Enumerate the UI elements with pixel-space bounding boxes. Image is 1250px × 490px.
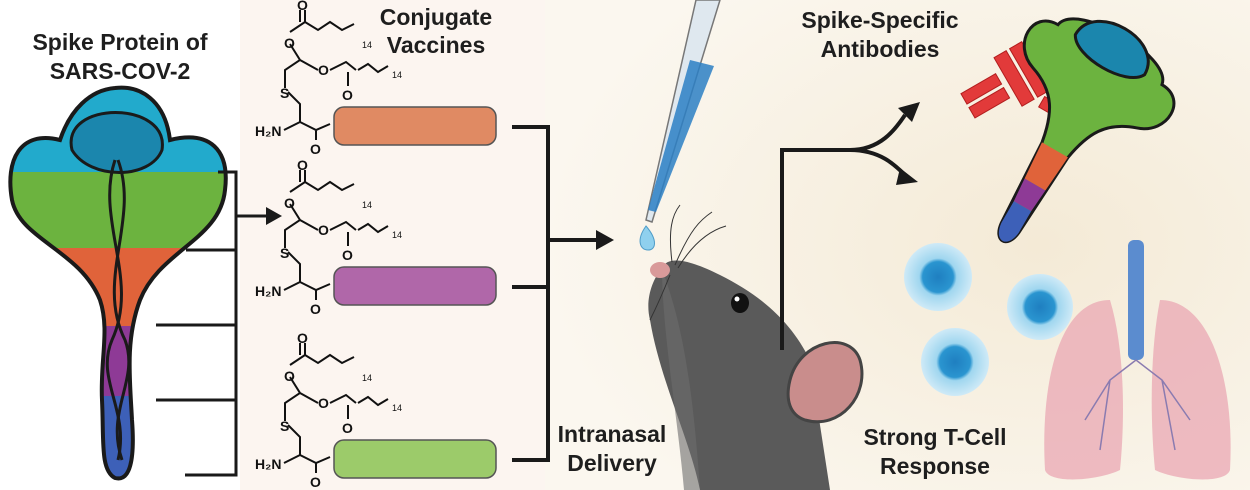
atom-o: O <box>318 395 329 411</box>
tcell-label-line1: Strong T-Cell <box>863 424 1006 450</box>
spike-bracket <box>156 170 268 477</box>
t-cells <box>904 243 1073 396</box>
lipopeptide-1: O O O O S H₂N O 14 14 <box>255 0 497 157</box>
delivery-label-line1: Intranasal <box>558 421 667 447</box>
labels: Spike Protein of SARS-COV-2 Conjugate Va… <box>32 4 1006 479</box>
mouse <box>648 204 864 490</box>
spike-title-line1: Spike Protein of <box>32 29 207 55</box>
mouse-nose <box>650 262 670 278</box>
spike-protein-small <box>997 17 1176 244</box>
droplet <box>639 225 655 251</box>
mouse-ear <box>786 341 864 424</box>
vaccines-bracket <box>512 125 598 462</box>
atom-o: O <box>297 157 308 173</box>
atom-o: O <box>318 222 329 238</box>
atom-s: S <box>280 245 289 261</box>
spike-protein <box>8 85 228 481</box>
amine-group: H₂N <box>255 123 281 139</box>
atom-o: O <box>297 0 308 13</box>
trachea <box>1128 240 1144 360</box>
chain-subscript: 14 <box>362 40 372 50</box>
arrow-icon <box>596 230 614 250</box>
atom-o: O <box>342 420 353 436</box>
antibodies-label-line2: Antibodies <box>821 36 940 62</box>
vaccines-panel <box>240 0 545 490</box>
arrow-icon <box>898 102 920 122</box>
bronchi <box>1084 359 1191 451</box>
chain-subscript: 14 <box>392 403 402 413</box>
atom-o: O <box>318 62 329 78</box>
chain-subscript: 14 <box>362 200 372 210</box>
atom-o: O <box>284 368 295 384</box>
peptide-box-purple <box>333 266 497 306</box>
atom-s: S <box>280 85 289 101</box>
lipopeptide-3: O O O O S H₂N O 14 14 <box>255 330 497 490</box>
atom-o: O <box>342 247 353 263</box>
antibodies-label-line1: Spike-Specific <box>801 7 958 33</box>
vaccines-title-line1: Conjugate <box>380 4 492 30</box>
chain-subscript: 14 <box>392 70 402 80</box>
amine-group: H₂N <box>255 456 281 472</box>
lipopeptide-2: O O O O S H₂N O 14 14 <box>255 157 497 317</box>
pipette <box>639 0 721 251</box>
chain-subscript: 14 <box>392 230 402 240</box>
mouse-whiskers <box>649 204 727 321</box>
arrow-icon <box>896 168 918 185</box>
t-cell <box>904 243 972 311</box>
atom-o: O <box>310 474 321 490</box>
amine-group: H₂N <box>255 283 281 299</box>
atom-o: O <box>284 195 295 211</box>
t-cell <box>921 328 989 396</box>
t-cell <box>1007 274 1073 340</box>
arrow-icon <box>266 207 282 225</box>
atom-o: O <box>342 87 353 103</box>
vaccines-title-line2: Vaccines <box>387 32 485 58</box>
mouse-eye <box>731 293 749 313</box>
atom-o: O <box>310 301 321 317</box>
peptide-box-orange <box>333 106 497 146</box>
spike-title-line2: SARS-COV-2 <box>50 58 191 84</box>
atom-o: O <box>297 330 308 346</box>
atom-o: O <box>310 141 321 157</box>
delivery-label-line2: Delivery <box>567 450 657 476</box>
chain-subscript: 14 <box>362 373 372 383</box>
tcell-label-line2: Response <box>880 453 990 479</box>
atom-s: S <box>280 418 289 434</box>
peptide-box-green <box>333 439 497 479</box>
lungs <box>1044 240 1231 480</box>
atom-o: O <box>284 35 295 51</box>
